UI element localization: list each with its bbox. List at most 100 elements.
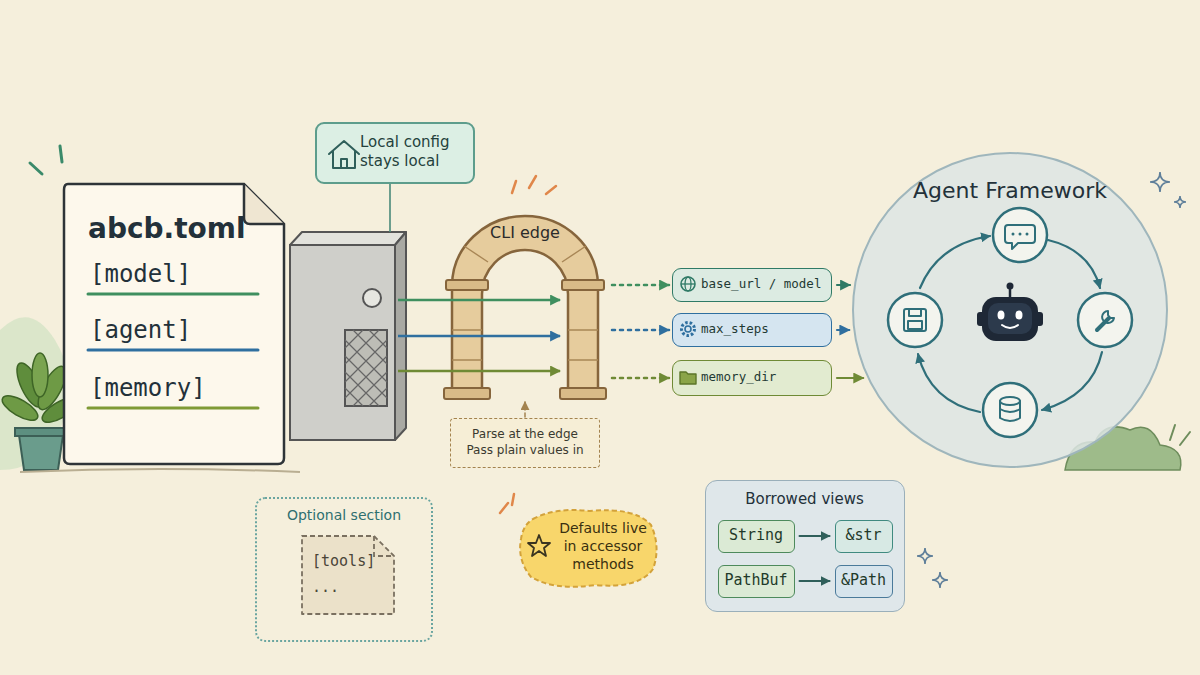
path-part xyxy=(398,335,560,338)
server-wires xyxy=(398,300,560,371)
path-part xyxy=(512,181,516,193)
flow-arrow xyxy=(837,284,850,286)
path-part xyxy=(512,494,514,505)
type-box: &Path xyxy=(835,565,893,598)
path-part xyxy=(920,236,990,288)
path-part xyxy=(1000,401,1020,421)
path-part xyxy=(520,510,656,587)
edge-group xyxy=(525,285,863,581)
path-part xyxy=(398,370,560,373)
flow-arrow xyxy=(612,377,669,380)
flow-arrow xyxy=(837,377,863,379)
optional-group: Optional section [tools]... xyxy=(255,497,433,642)
rect-part xyxy=(444,388,490,399)
path-part xyxy=(1170,425,1190,445)
config-file-outline xyxy=(298,532,398,618)
flow-arrow xyxy=(612,284,669,287)
rect-part xyxy=(988,303,1032,334)
framework-circle: Agent Framework xyxy=(850,150,1170,470)
type-name: &Path xyxy=(836,566,892,595)
path-part xyxy=(917,548,933,564)
file-name: abcb.toml xyxy=(88,212,246,245)
flow-arrow xyxy=(800,580,830,582)
g-part xyxy=(1012,233,1029,236)
path-part xyxy=(1009,289,1012,297)
circle-part xyxy=(888,293,942,347)
circle-part xyxy=(1012,233,1015,236)
circle-part xyxy=(983,383,1037,437)
note-text: Parse at the edge Pass plain values in xyxy=(461,426,589,458)
path-part xyxy=(30,163,42,174)
path-part xyxy=(345,330,387,406)
flow-arrow xyxy=(800,535,830,537)
path-part xyxy=(500,503,508,513)
config-pill: memory_dir xyxy=(672,360,832,396)
rect-part xyxy=(446,280,488,290)
section-name: [agent] xyxy=(90,316,191,344)
path-part xyxy=(88,407,258,410)
callout-text: Defaults live in accessor methods xyxy=(553,519,653,573)
path-part xyxy=(398,299,560,302)
path-part xyxy=(529,176,536,188)
config-value: base_url / model xyxy=(701,269,821,299)
path-part xyxy=(1174,196,1186,208)
path-part xyxy=(1042,352,1102,410)
path-part xyxy=(918,354,980,412)
rect-part xyxy=(909,309,921,316)
path-part xyxy=(395,232,406,440)
path-part xyxy=(329,141,359,168)
circle-part xyxy=(1078,293,1132,347)
framework-title: Agent Framework xyxy=(850,178,1170,203)
type-box: &str xyxy=(835,520,893,553)
type-name: PathBuf xyxy=(719,566,794,595)
section-name: [tools] xyxy=(312,552,375,570)
callout-text: Local config stays local xyxy=(360,133,470,171)
group-title: Borrowed views xyxy=(706,490,903,508)
flow-arrow xyxy=(837,329,849,331)
note-box: Parse at the edge Pass plain values in xyxy=(450,418,600,468)
path-part xyxy=(680,372,696,384)
circle-part xyxy=(682,323,695,336)
path-part xyxy=(302,536,394,614)
path-part xyxy=(1102,311,1114,323)
circle-part xyxy=(685,326,691,332)
path-part xyxy=(452,246,598,360)
path-part xyxy=(932,572,948,588)
path-part xyxy=(60,146,62,162)
flow-arrow xyxy=(612,329,669,332)
path-part xyxy=(374,536,394,556)
path-part xyxy=(15,428,67,436)
circle-part xyxy=(363,289,381,307)
ellipse-part xyxy=(1000,397,1020,405)
circle-part xyxy=(993,208,1047,262)
rect-part xyxy=(345,330,387,406)
rect-part xyxy=(908,321,922,329)
ellipsis: ... xyxy=(312,578,339,596)
path-part xyxy=(1002,325,1018,328)
path-part xyxy=(290,232,406,245)
circle-part xyxy=(1019,233,1022,236)
path-part xyxy=(20,469,300,472)
callout-box: Local config stays local xyxy=(315,122,475,184)
path-part xyxy=(546,186,556,194)
type-name: String xyxy=(719,521,794,550)
circle-part xyxy=(1007,283,1014,290)
rect-part xyxy=(290,245,395,440)
group-title: Optional section xyxy=(257,507,431,523)
rect-part xyxy=(560,388,606,399)
cli-arch: CLI edge xyxy=(440,210,610,400)
path-part xyxy=(1005,225,1035,249)
path-part xyxy=(64,184,284,464)
g-part xyxy=(888,208,1132,437)
leader-line xyxy=(389,184,391,232)
type-name: &str xyxy=(836,521,892,550)
path-part xyxy=(681,283,695,284)
path-part xyxy=(452,216,598,396)
config-file: abcb.toml[model][agent][memory] xyxy=(58,178,290,468)
config-value: memory_dir xyxy=(701,361,776,393)
arch-label: CLI edge xyxy=(440,223,610,242)
circle-part xyxy=(1026,233,1029,236)
